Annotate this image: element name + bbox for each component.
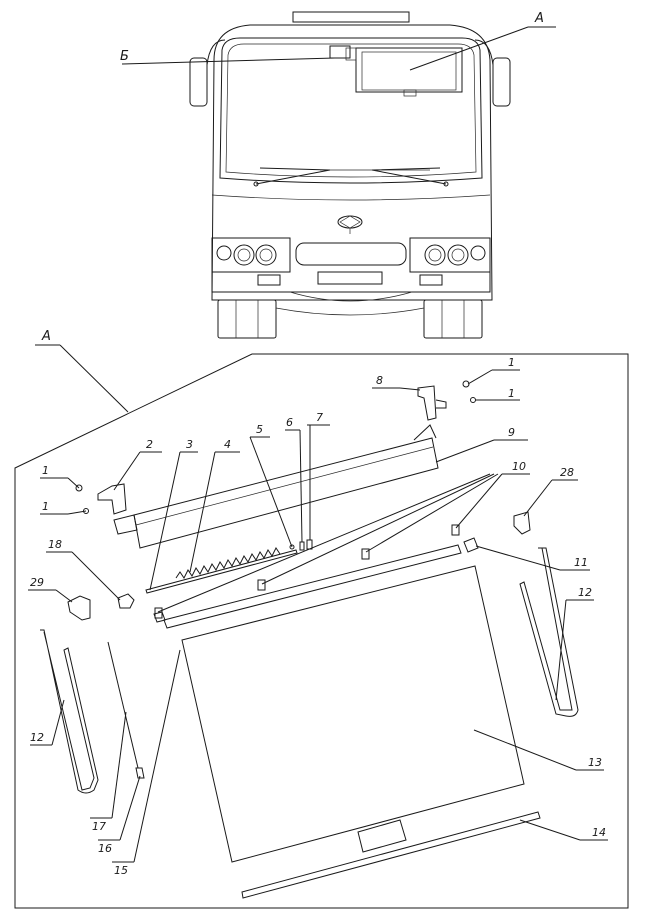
bracket-2 — [97, 483, 127, 515]
pin — [289, 544, 295, 550]
callout-6: 6 — [286, 416, 293, 429]
callout-5: 5 — [256, 423, 263, 436]
nut-1c — [462, 380, 470, 388]
nut-1a — [75, 484, 83, 492]
callout-9: 9 — [508, 426, 515, 439]
bus-front-view — [121, 11, 556, 339]
detail-view-frame — [14, 344, 629, 909]
insert-10a — [154, 607, 163, 619]
callout-11: 11 — [574, 556, 588, 569]
callout-3: 3 — [186, 438, 193, 451]
insert-10b — [257, 579, 266, 591]
callout-14: 14 — [592, 826, 606, 839]
callout-15: 15 — [114, 864, 128, 877]
callout-12-left: 12 — [30, 731, 44, 744]
knob-11 — [463, 537, 479, 553]
callout-1b: 1 — [42, 500, 49, 513]
callout-12-right: 12 — [578, 586, 592, 599]
side-rail-right — [519, 547, 579, 717]
holder-28 — [513, 511, 531, 535]
callout-8: 8 — [376, 374, 383, 387]
insert-10c — [361, 548, 370, 560]
roller-tube — [163, 544, 462, 629]
callout-labels: 1 1 1 1 2 3 4 5 6 7 8 9 10 11 12 12 13 1… — [30, 356, 606, 877]
callout-10: 10 — [512, 460, 526, 473]
callout-1d: 1 — [508, 387, 515, 400]
side-rail-left — [40, 629, 99, 794]
holder-29 — [67, 595, 91, 621]
clip-7 — [306, 539, 313, 550]
callout-1c: 1 — [508, 356, 515, 369]
callout-28: 28 — [560, 466, 574, 479]
nut-1d — [470, 397, 476, 403]
spring — [175, 547, 281, 579]
cord — [107, 641, 139, 769]
callout-4: 4 — [224, 438, 231, 451]
holder-18 — [117, 593, 135, 609]
insert-10d — [451, 524, 460, 536]
callout-7: 7 — [316, 411, 323, 424]
leader-lines — [28, 369, 608, 863]
label-a-detail: А — [41, 329, 51, 344]
callout-18: 18 — [48, 538, 62, 551]
callout-16: 16 — [98, 842, 112, 855]
bottom-rail — [241, 811, 541, 899]
clip-6 — [299, 541, 305, 551]
callout-13: 13 — [588, 756, 602, 769]
callout-1a: 1 — [42, 464, 49, 477]
label-b-top: Б — [120, 49, 129, 64]
callout-29: 29 — [30, 576, 44, 589]
housing-cover — [113, 424, 439, 549]
callout-17: 17 — [92, 820, 106, 833]
sunshade-blind — [181, 565, 525, 863]
bracket-8 — [417, 385, 437, 421]
callout-2: 2 — [146, 438, 153, 451]
label-a-top: А — [534, 11, 544, 26]
rod — [145, 549, 298, 594]
cord-tip — [135, 767, 145, 779]
